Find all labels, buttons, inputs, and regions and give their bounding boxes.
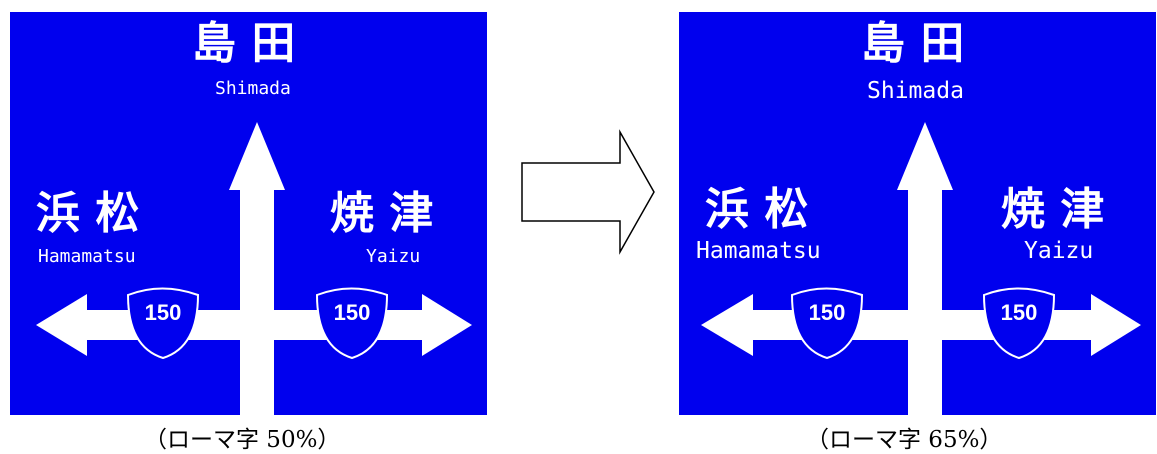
direction-arrows-graphic — [701, 122, 1141, 415]
east-destination-kanji: 焼 津 — [1001, 184, 1105, 235]
west-destination-kanji: 浜 松 — [36, 188, 140, 239]
road-sign-65-percent: 島 田 Shimada 浜 松 Hamamatsu 焼 津 Yaizu 150 … — [679, 12, 1156, 415]
north-arrow — [897, 122, 953, 415]
west-arrowhead — [36, 294, 87, 356]
route-number-left: 150 — [144, 300, 182, 325]
west-destination-roman: Hamamatsu — [38, 246, 136, 267]
east-arrowhead — [1091, 294, 1141, 356]
route-shield-right — [315, 287, 389, 360]
east-arrowhead — [422, 294, 472, 356]
east-destination-roman: Yaizu — [366, 246, 421, 267]
caption-right: （ローマ字 65%） — [806, 427, 1003, 453]
route-shield-left — [126, 287, 200, 360]
direction-arrows-graphic — [36, 122, 472, 415]
west-arrowhead — [701, 294, 753, 356]
west-destination-roman: Hamamatsu — [696, 238, 821, 264]
north-destination-kanji: 島 田 — [861, 18, 965, 69]
west-destination-kanji: 浜 松 — [705, 184, 809, 235]
north-destination-roman: Shimada — [867, 78, 964, 104]
route-shield-left — [790, 287, 864, 360]
north-arrow — [229, 122, 285, 415]
north-destination-roman: Shimada — [215, 78, 291, 99]
route-shield-right — [982, 287, 1056, 360]
north-destination-kanji: 島 田 — [192, 18, 296, 69]
east-destination-roman: Yaizu — [1024, 238, 1094, 264]
route-number-right: 150 — [1000, 300, 1038, 325]
east-destination-kanji: 焼 津 — [330, 188, 434, 239]
right-arrow-outline-icon — [521, 129, 655, 255]
road-sign-50-percent: 島 田 Shimada 浜 松 Hamamatsu 焼 津 Yaizu 150 … — [10, 12, 487, 415]
route-number-left: 150 — [808, 300, 846, 325]
caption-left: （ローマ字 50%） — [144, 427, 341, 453]
route-number-right: 150 — [333, 300, 371, 325]
